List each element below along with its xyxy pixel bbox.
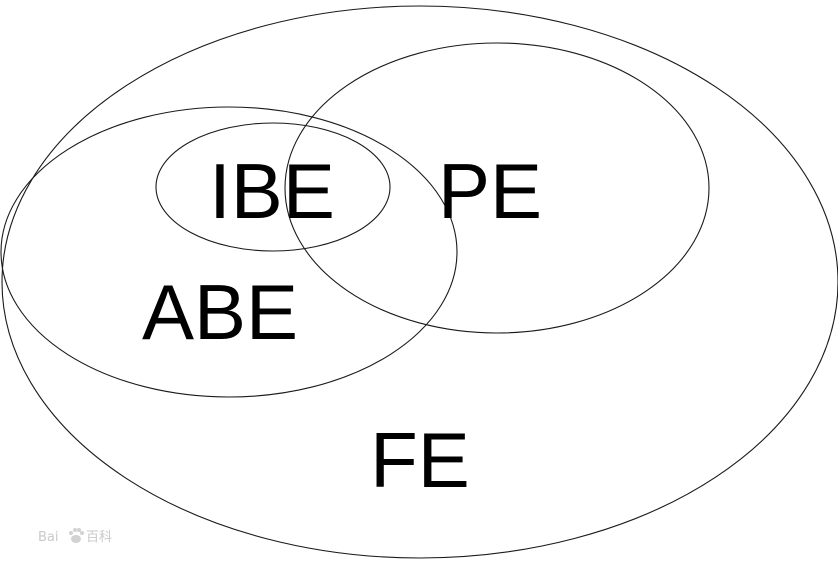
set-label-abe: ABE — [142, 268, 298, 356]
set-fe-ellipse — [1, 5, 838, 559]
watermark-text-left: Bai — [38, 530, 59, 545]
set-label-fe: FE — [370, 416, 470, 504]
set-label-ibe: IBE — [209, 147, 335, 235]
watermark-text-right: 百科 — [86, 530, 112, 545]
set-label-pe: PE — [438, 147, 542, 235]
set-abe-ellipse — [0, 106, 458, 398]
watermark: Bai 百科 — [38, 528, 112, 545]
baidu-paw-icon — [69, 528, 84, 543]
set-pe-ellipse — [284, 42, 710, 334]
set-ibe-ellipse — [155, 122, 391, 252]
